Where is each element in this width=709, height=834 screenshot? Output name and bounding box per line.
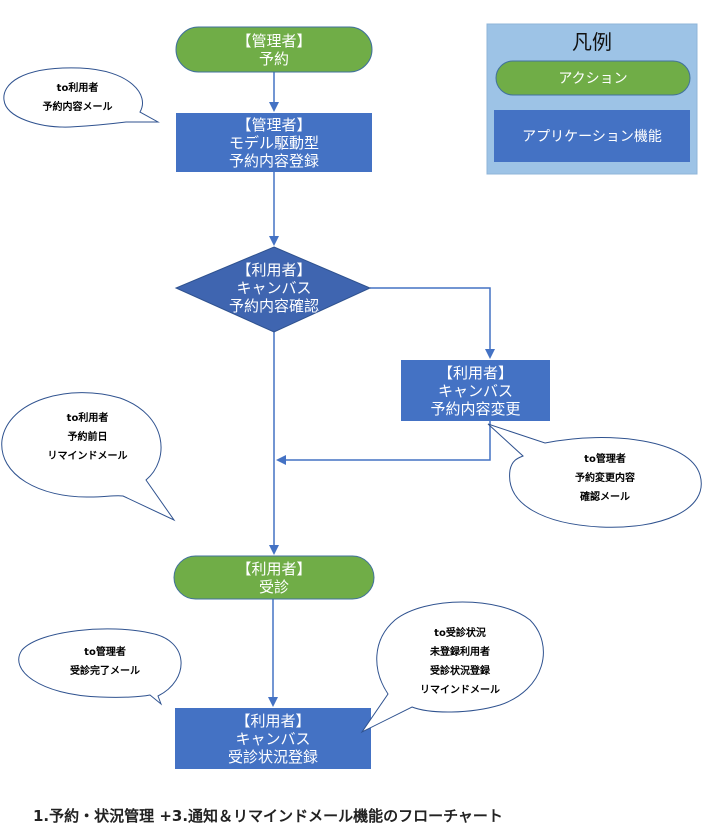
node-line: 予約内容登録 [228,151,319,170]
node-admin-register [176,113,372,172]
callout-visit-done-mail-shape [18,628,182,706]
callout-reminder-mail-shape [1,392,176,522]
callout-change-mail-text: to管理者 予約変更内容 確認メール [550,447,660,509]
node-line: 受診 [258,577,289,596]
callout-line: 未登録利用者 [430,647,490,658]
node-line: 【管理者】 [236,31,312,50]
callout-line: リマインドメール [420,685,500,696]
callout-line: to受診状況 [434,628,486,639]
legend-app-label: アプリケーション機能 [522,129,662,145]
legend-app-shape [494,110,690,162]
callout-change-mail-shape [487,423,702,528]
node-user-change-text: 【利用者】 キャンバス 予約内容変更 [401,360,550,421]
connector-confirm-to-change [370,287,495,359]
node-user-visit-text: 【利用者】 受診 [174,556,374,599]
node-line: モデル駆動型 [228,133,319,152]
node-line: 【利用者】 [235,711,311,730]
node-line: 予約内容変更 [430,399,521,418]
callout-line: to管理者 [84,647,126,658]
callout-line: リマインドメール [47,450,128,462]
node-admin-reserve [175,26,373,73]
node-line: 予約 [258,49,289,68]
node-line: キャンバス [437,381,513,400]
callout-reminder-mail-text: to利用者 予約前日 リマインドメール [20,406,155,468]
node-line: 【管理者】 [236,115,312,134]
node-line: 受診状況登録 [227,747,318,766]
node-admin-reserve-text: 【管理者】 予約 [176,27,372,72]
callout-line: to利用者 [66,412,109,424]
legend-action-shape [495,60,691,96]
callout-reserve-mail-shape [3,67,160,128]
legend-title: 凡例 [572,30,612,54]
callout-line: 受診完了メール [70,666,140,677]
connector-change-to-merge [276,421,491,465]
node-user-confirm-text: 【利用者】 キャンバス 予約内容確認 [200,258,348,318]
callout-line: 確認メール [580,491,630,503]
callout-reserve-mail-text: to利用者 予約内容メール [20,76,135,120]
callout-line: 予約前日 [67,431,108,443]
node-line: 【利用者】 [236,261,312,279]
node-user-status [175,708,371,769]
node-line: 【利用者】 [236,559,312,578]
callout-line: to管理者 [584,453,626,465]
node-line: 【利用者】 [437,363,513,382]
legend-action-label: アクション [558,71,628,87]
node-user-confirm [174,246,372,333]
callout-visit-done-mail-text: to管理者 受診完了メール [50,640,160,684]
node-admin-register-text: 【管理者】 モデル駆動型 予約内容登録 [176,113,372,172]
callout-line: 予約変更内容 [575,472,635,484]
callout-line: 受診状況登録 [430,666,490,677]
node-line: 予約内容確認 [228,297,319,315]
callout-status-reminder-mail-shape [360,601,544,734]
node-line: キャンバス [235,729,311,748]
node-user-status-text: 【利用者】 キャンバス 受診状況登録 [175,708,371,769]
callout-status-reminder-mail-text: to受診状況 未登録利用者 受診状況登録 リマインドメール [400,622,520,702]
figure-caption: 1.予約・状況管理 +3.通知＆リマインドメール機能のフローチャート [33,807,503,825]
callout-line: 予約内容メール [42,102,113,113]
node-user-visit [173,555,375,600]
callout-line: to利用者 [56,83,99,94]
node-user-change [401,360,550,421]
node-line: キャンバス [236,279,312,297]
